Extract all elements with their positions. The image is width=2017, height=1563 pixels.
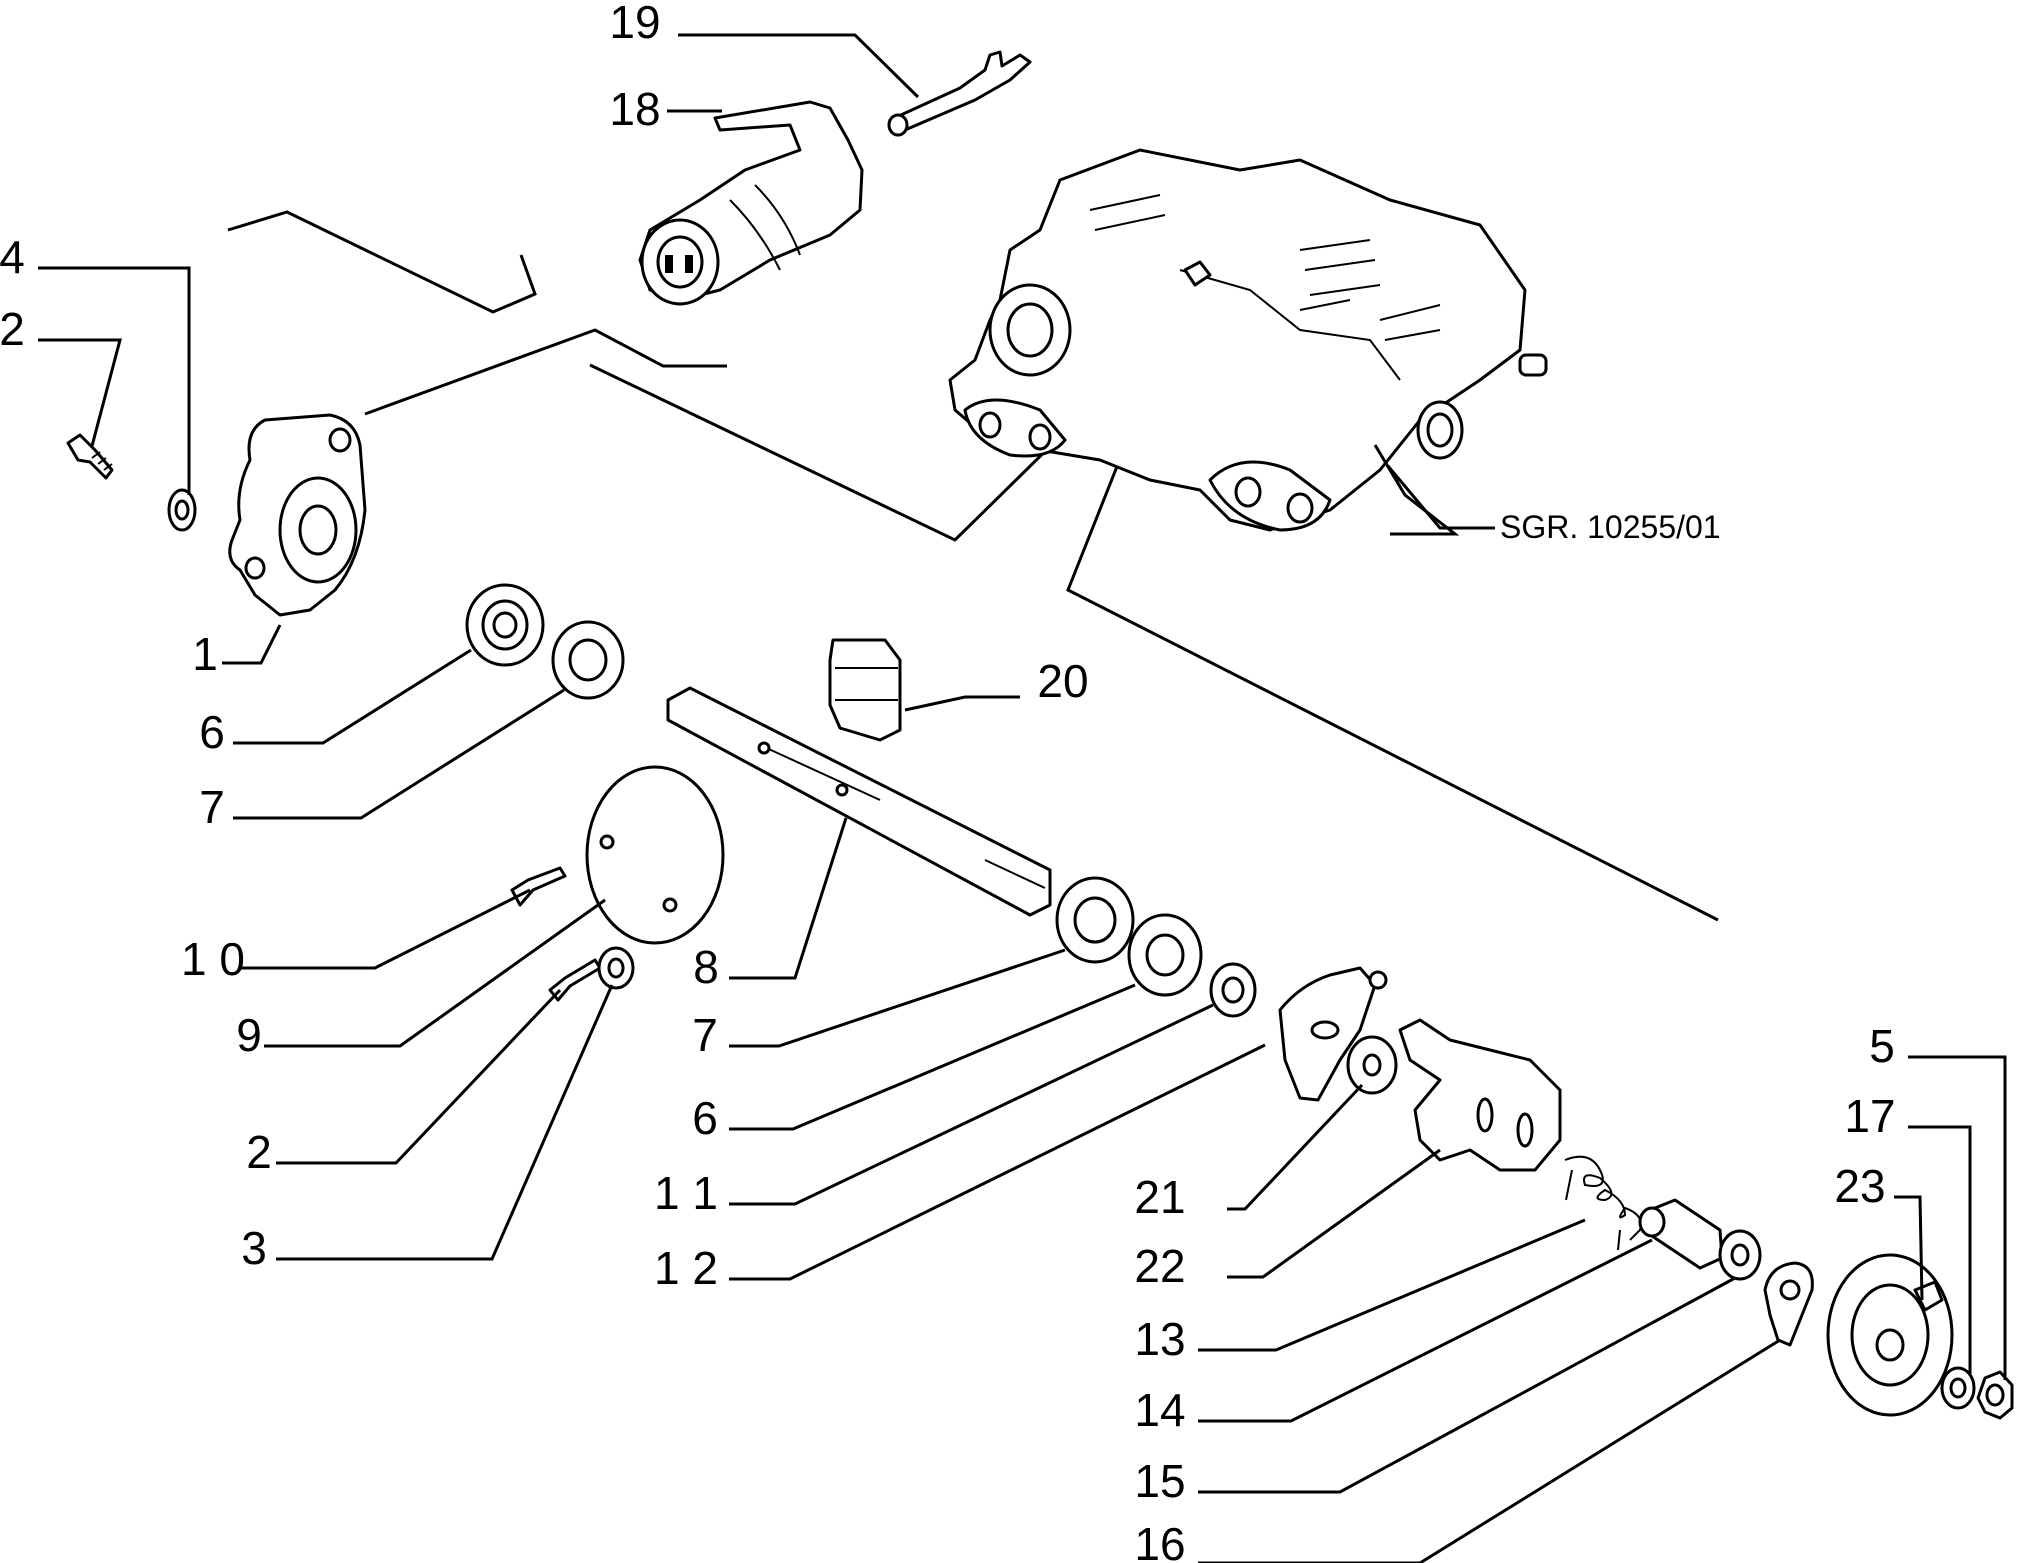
- callout-3: 3: [241, 1222, 267, 1274]
- part-2-screw-upper: [66, 433, 114, 480]
- callout-10: 1 0: [181, 933, 245, 985]
- part-8-shaft: [666, 686, 1052, 917]
- callout-1: 1: [192, 628, 218, 680]
- reference-leader: [1386, 465, 1495, 530]
- callout-labels: 19 18 4 2 1 6 7 20 1 0 9 2 3 8 7 6 1 1 1…: [0, 0, 1896, 1563]
- callout-9: 9: [236, 1009, 262, 1061]
- part-5-nut: [1976, 1370, 2014, 1420]
- callout-2-lower: 2: [246, 1126, 272, 1178]
- callout-2-upper: 2: [0, 303, 25, 355]
- callout-20: 20: [1037, 655, 1088, 707]
- part-9-disc: [585, 765, 725, 945]
- callout-17: 17: [1844, 1090, 1895, 1142]
- part-21-washer: [1346, 1035, 1398, 1095]
- callout-16: 16: [1134, 1518, 1185, 1563]
- callout-21: 21: [1134, 1171, 1185, 1223]
- part-6-bearing-lower: [1127, 913, 1203, 997]
- part-1-sensor-body: [228, 413, 367, 617]
- callout-11: 1 1: [654, 1167, 718, 1219]
- callout-7-upper: 7: [199, 781, 225, 833]
- part-17-washer: [1940, 1366, 1976, 1410]
- part-20-clip: [828, 638, 902, 742]
- callout-6-upper: 6: [199, 706, 225, 758]
- callout-5: 5: [1869, 1020, 1895, 1072]
- part-19-terminal: [887, 50, 1032, 137]
- callout-7-lower: 7: [692, 1009, 718, 1061]
- part-7-bearing-lower: [1055, 876, 1135, 964]
- part-18-sensor-connector: [638, 100, 864, 306]
- part-14-bushing: [1638, 1198, 1724, 1270]
- part-15-washer: [1718, 1229, 1762, 1281]
- part-12-lever: [1278, 966, 1388, 1102]
- callout-19: 19: [609, 0, 660, 48]
- callout-23: 23: [1834, 1160, 1885, 1212]
- part-10-screw: [510, 866, 567, 907]
- callout-4: 4: [0, 231, 25, 283]
- callout-6-lower: 6: [692, 1092, 718, 1144]
- part-16-lever: [1763, 1261, 1814, 1347]
- callout-13: 13: [1134, 1313, 1185, 1365]
- part-13-spring: [1564, 1155, 1642, 1251]
- callout-15: 15: [1134, 1455, 1185, 1507]
- part-23-cam-disc: [1826, 1253, 1954, 1417]
- callout-12: 1 2: [654, 1242, 718, 1294]
- part-7-bearing-upper: [551, 620, 625, 700]
- drawing-reference: SGR. 10255/01: [1500, 509, 1721, 545]
- callout-18: 18: [609, 83, 660, 135]
- part-22-bracket: [1398, 1018, 1562, 1172]
- part-3-washer: [597, 946, 635, 990]
- part-11-spacer: [1209, 962, 1257, 1018]
- callout-22: 22: [1134, 1240, 1185, 1292]
- callout-14: 14: [1134, 1384, 1185, 1436]
- leader-lines: [38, 33, 2007, 1563]
- part-6-bearing-upper: [465, 583, 545, 667]
- main-housing-assembly: [948, 148, 1548, 532]
- callout-8: 8: [693, 941, 719, 993]
- part-4-washer: [167, 488, 197, 532]
